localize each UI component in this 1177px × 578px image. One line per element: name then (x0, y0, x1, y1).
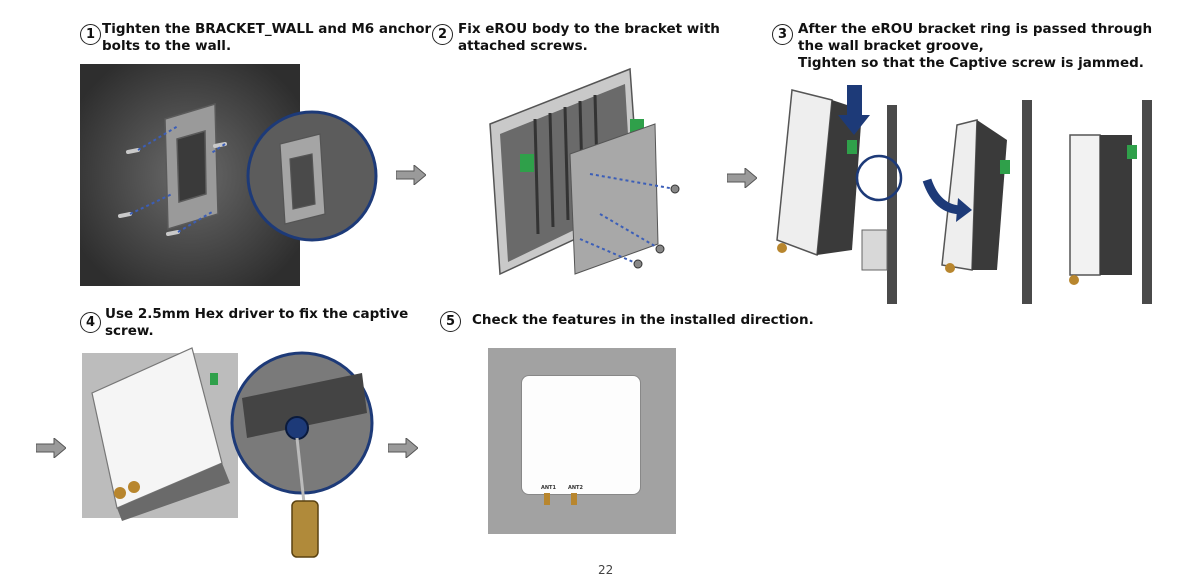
hex-driver-handle (291, 500, 319, 558)
next-arrow-1 (396, 165, 426, 185)
step-1-number: 1 (80, 24, 101, 45)
step-3-line-2: the wall bracket groove, (798, 38, 984, 54)
figure-hanging-sequence (776, 85, 1152, 304)
antenna-connector-2 (571, 493, 577, 505)
step-2-number: 2 (432, 24, 453, 45)
step-5-number: 5 (440, 311, 461, 332)
down-arrow-icon (838, 85, 870, 135)
step-4-line-1: Use 2.5mm Hex driver to fix the captive (105, 306, 409, 322)
next-arrow-3 (36, 438, 66, 458)
step-3-number: 3 (772, 24, 793, 45)
antenna-label-ant1: ANT1 (541, 485, 556, 491)
detail-circle-groove (855, 154, 903, 202)
erou-front-panel (521, 375, 641, 495)
figure-bracket-wall (80, 64, 378, 286)
step-4-number: 4 (80, 312, 101, 333)
wall-bracket-shape (164, 103, 219, 230)
step-1-line-1: Tighten the BRACKET_WALL and M6 anchor (102, 21, 432, 37)
next-arrow-4 (388, 438, 418, 458)
antenna-label-ant2: ANT2 (568, 485, 583, 491)
step-1-line-2: bolts to the wall. (102, 38, 232, 54)
bracket-plate (569, 123, 659, 275)
figure-unit-bracket (489, 67, 680, 276)
unit-underside (91, 347, 230, 521)
step-3-line-1: After the eROU bracket ring is passed th… (798, 21, 1153, 37)
attach-screws (579, 173, 676, 265)
step-4-line-2: screw. (105, 323, 154, 339)
step-2-line-1: Fix eROU body to the bracket with (458, 21, 720, 37)
unit-installed-3 (1069, 134, 1137, 285)
unit-tilted-1 (776, 89, 862, 257)
next-arrow-2 (727, 168, 757, 188)
figure-captive-screw (82, 347, 374, 558)
step-3-line-3: Tighten so that the Captive screw is jam… (798, 55, 1144, 71)
antenna-connector-1 (544, 493, 550, 505)
unit-tilted-2 (941, 119, 1010, 273)
page-number: 22 (598, 563, 614, 577)
step-2-line-2: attached screws. (458, 38, 588, 54)
figure-installed-front: ANT1 ANT2 (488, 348, 676, 534)
step-5-line-1: Check the features in the installed dire… (472, 312, 814, 328)
